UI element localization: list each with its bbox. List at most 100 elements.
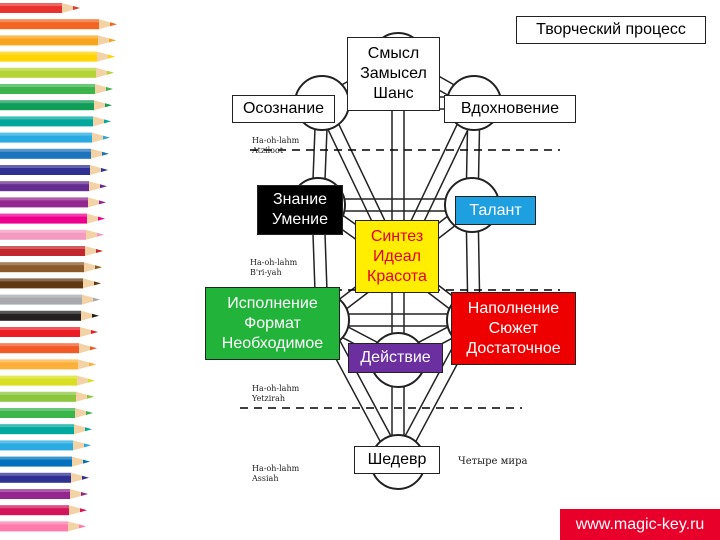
pencil-body [0,181,89,192]
pencil-tip-lead [103,135,110,140]
pencil-highlight [0,359,78,363]
world-label-atzilut: Ha-oh-lahm Atziloot [252,136,299,156]
pencil-body [0,246,85,256]
pencil-tip-lead [97,232,104,237]
pencil-tip-wood [94,100,112,111]
pencil-body [0,310,81,321]
pencil-body [0,294,82,305]
world-label-line2: Atziloot [252,146,284,155]
node-awareness: Осознание [232,95,335,123]
node-line: Идеал [373,247,421,265]
pencil-tip-lead [79,524,86,529]
node-line: Осознание [242,100,325,117]
world-label-line2: B'ri-yah [250,268,282,277]
pencil-body [0,456,72,467]
pencil-tip-lead [108,54,115,59]
pencil-tip-wood [74,424,92,435]
pencil-icon [0,181,107,192]
pencil-tip-wood [97,51,115,62]
pencil-icon [0,132,110,143]
pencil-tip-lead [92,313,99,318]
node-text: Талант [469,201,521,221]
pencil-body [0,521,68,532]
pencil-highlight [0,35,98,39]
pencil-tip-lead [80,508,87,513]
pencil-tip-lead [85,427,92,432]
pencil-tip-lead [106,87,113,91]
pencil-icon [0,343,97,354]
pencil-body [0,505,69,516]
pencil-body [0,472,71,483]
pencil-body [0,213,87,224]
pencil-icon [0,359,96,370]
website-link-text: www.magic-key.ru [575,515,705,533]
pencil-icon [0,489,88,499]
pencil-tip-lead [99,200,106,205]
node-action: Действие [348,343,443,373]
pencil-tip-lead [82,475,89,480]
pencil-tip-wood [72,456,90,467]
pencil-icon [0,165,108,175]
pencil-highlight [0,19,99,23]
pencil-tip-lead [93,297,100,302]
world-label-yetzirah: Ha-oh-lahm Yetzirah [252,384,299,404]
pencil-tip-wood [98,35,116,46]
pencil-icon [0,521,86,532]
pencil-tip-lead [94,281,101,286]
node-line: Действие [360,349,431,366]
pencil-body [0,408,75,418]
pencil-tip-lead [98,216,105,221]
pencil-body [0,100,94,111]
pencil-highlight [0,84,95,87]
pencil-body [0,51,97,62]
pencil-icon [0,440,91,451]
pencil-tip-wood [79,343,97,354]
pencil-body [0,67,96,78]
pencil-tip-lead [89,362,96,367]
pencil-highlight [0,489,70,492]
pencil-tip-wood [91,148,109,159]
pencil-body [0,19,99,30]
world-label-line2: Yetzirah [252,394,286,403]
pencil-tip-lead [88,378,95,383]
pencil-icon [0,19,117,30]
node-text: Вдохновение [461,99,559,119]
node-line: Талант [469,201,522,219]
pencil-icon [0,100,112,111]
pencil-tip-lead [107,70,114,75]
pencil-icon [0,246,103,256]
pencil-highlight [0,505,69,509]
page-title-text: Творческий процесс [536,21,686,38]
pencil-tip-wood [90,165,108,175]
pencil-highlight [0,116,93,120]
pencil-tip-lead [84,443,91,448]
pencil-tip-wood [69,505,87,516]
pencil-tip-lead [91,330,98,334]
pencil-highlight [0,408,75,411]
pencil-tip-wood [81,310,99,321]
pencil-highlight [0,440,73,444]
pencil-body [0,35,98,46]
pencil-highlight [0,343,79,347]
website-link[interactable]: www.magic-key.ru [560,509,720,540]
pencil-body [0,165,90,175]
node-text: Осознание [243,99,324,119]
pencil-tip-wood [84,262,102,273]
pencil-highlight [0,327,80,330]
pencil-icon [0,391,94,402]
pencil-tip-wood [87,213,105,224]
pencil-icon [0,310,99,321]
node-talent: Талант [455,196,536,225]
pencil-tip-lead [83,459,90,464]
node-masterpiece: Шедевр [354,446,440,474]
tree-caption: Четыре мира [458,456,528,467]
pencil-icon [0,67,114,78]
pencil-tip-lead [104,119,111,124]
pencil-highlight [0,278,83,282]
pencil-tip-wood [78,359,96,370]
